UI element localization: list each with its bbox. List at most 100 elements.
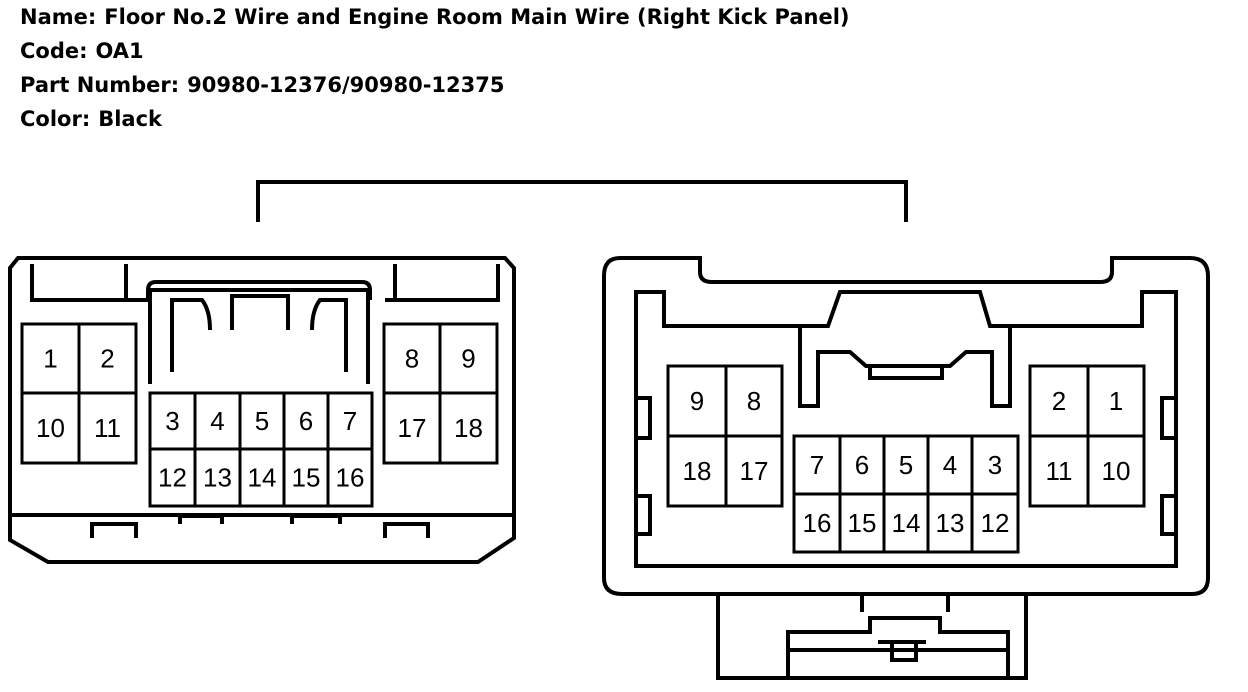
right-pin-label: 17 xyxy=(740,456,769,486)
right-pin-label: 18 xyxy=(683,456,712,486)
right-pin-cell: 4 xyxy=(926,434,974,496)
left-connector-latch-tabs xyxy=(90,514,430,538)
connector-name: Name: Floor No.2 Wire and Engine Room Mai… xyxy=(20,5,850,29)
left-pin-label: 6 xyxy=(299,406,313,436)
left-pin-label: 15 xyxy=(292,463,321,493)
left-pin-label: 12 xyxy=(158,463,187,493)
left-pin-cell: 10 xyxy=(20,391,81,465)
right-pin-cell: 5 xyxy=(882,434,930,496)
left-pin-cell: 15 xyxy=(282,447,330,508)
right-pin-label: 8 xyxy=(747,386,761,416)
right-pin-cell: 2 xyxy=(1028,364,1090,438)
left-pin-label: 11 xyxy=(94,413,121,443)
color-label: Color: xyxy=(20,107,91,131)
right-pin-cell: 18 xyxy=(666,434,728,508)
left-pin-cell: 11 xyxy=(77,391,138,465)
right-pin-cell: 6 xyxy=(838,434,886,496)
right-pin-cell: 16 xyxy=(792,492,842,554)
right-pin-cell: 14 xyxy=(882,492,930,554)
right-connector-key-slot xyxy=(798,326,1012,408)
left-pin-label: 17 xyxy=(398,413,427,443)
left-pin-cell: 14 xyxy=(238,447,286,508)
name-value: Floor No.2 Wire and Engine Room Main Wir… xyxy=(104,5,850,29)
bracket-line xyxy=(256,180,908,222)
right-pin-label: 9 xyxy=(690,386,704,416)
right-pin-label: 10 xyxy=(1102,456,1131,486)
left-pin-cell: 9 xyxy=(438,322,499,395)
left-connector-lock-inner xyxy=(170,294,348,372)
left-pin-box xyxy=(438,391,499,465)
right-pin-cell: 3 xyxy=(970,434,1020,496)
left-pin-label: 1 xyxy=(43,344,57,374)
right-pin-box xyxy=(1086,434,1146,508)
right-pin-cell: 7 xyxy=(792,434,842,496)
left-pin-label: 8 xyxy=(405,344,419,374)
left-pin-cell: 18 xyxy=(438,391,499,465)
part-value: 90980-12376/90980-12375 xyxy=(187,73,505,97)
left-pin-cell: 17 xyxy=(382,391,442,465)
right-pin-cell: 12 xyxy=(970,492,1020,554)
color-value: Black xyxy=(98,107,163,131)
right-pin-label: 4 xyxy=(943,450,957,480)
left-connector-lock-hood xyxy=(146,280,372,300)
right-pin-label: 15 xyxy=(848,508,877,538)
left-pin-cell: 12 xyxy=(148,447,197,508)
left-pin-label: 9 xyxy=(461,344,475,374)
left-pin-box xyxy=(326,447,374,508)
right-pin-cell: 17 xyxy=(724,434,784,508)
right-pin-cell: 1 xyxy=(1086,364,1146,438)
right-pin-cell: 9 xyxy=(666,364,728,438)
right-pin-cell: 13 xyxy=(926,492,974,554)
right-pin-label: 11 xyxy=(1046,456,1073,486)
code-value: OA1 xyxy=(95,39,144,63)
left-pin-cell: 13 xyxy=(193,447,242,508)
left-pin-cell: 3 xyxy=(148,391,197,451)
right-connector-key-tab xyxy=(868,366,944,380)
left-pin-label: 2 xyxy=(100,344,114,374)
left-pin-label: 10 xyxy=(36,413,65,443)
right-pin-box xyxy=(724,434,784,508)
left-connector-top-rim xyxy=(30,264,500,302)
left-connector-lock-frame xyxy=(148,288,370,384)
right-pin-label: 16 xyxy=(803,508,832,538)
right-connector-side-latches xyxy=(636,396,1176,536)
connector-color: Color: Black xyxy=(20,107,162,131)
right-pin-label: 2 xyxy=(1052,386,1066,416)
right-pin-cell: 8 xyxy=(724,364,784,438)
left-pin-cell: 6 xyxy=(282,391,330,451)
right-pin-label: 13 xyxy=(936,508,965,538)
right-connector-housing xyxy=(602,256,1210,596)
part-label: Part Number: xyxy=(20,73,180,97)
right-connector-inner-frame xyxy=(634,290,1178,568)
right-pin-label: 5 xyxy=(899,450,913,480)
name-label: Name: xyxy=(20,5,97,29)
right-connector-lock-box xyxy=(716,594,1028,680)
right-pin-cell: 11 xyxy=(1028,434,1090,508)
right-pin-label: 3 xyxy=(988,450,1002,480)
right-pin-box xyxy=(970,492,1020,554)
left-pin-label: 7 xyxy=(343,406,357,436)
left-pin-label: 16 xyxy=(336,463,365,493)
left-pin-label: 5 xyxy=(255,406,269,436)
left-pin-cell: 5 xyxy=(238,391,286,451)
left-pin-label: 13 xyxy=(203,463,232,493)
left-pin-cell: 7 xyxy=(326,391,374,451)
right-pin-label: 6 xyxy=(855,450,869,480)
left-pin-cell: 1 xyxy=(20,322,81,395)
left-pin-label: 14 xyxy=(248,463,277,493)
connector-part-number: Part Number: 90980-12376/90980-12375 xyxy=(20,73,504,97)
left-pin-label: 3 xyxy=(165,406,179,436)
right-pin-cell: 10 xyxy=(1086,434,1146,508)
right-pin-label: 7 xyxy=(810,450,824,480)
left-pin-label: 18 xyxy=(454,413,483,443)
left-pin-cell: 2 xyxy=(77,322,138,395)
right-pin-label: 14 xyxy=(892,508,921,538)
connector-code: Code: OA1 xyxy=(20,39,144,63)
code-label: Code: xyxy=(20,39,88,63)
